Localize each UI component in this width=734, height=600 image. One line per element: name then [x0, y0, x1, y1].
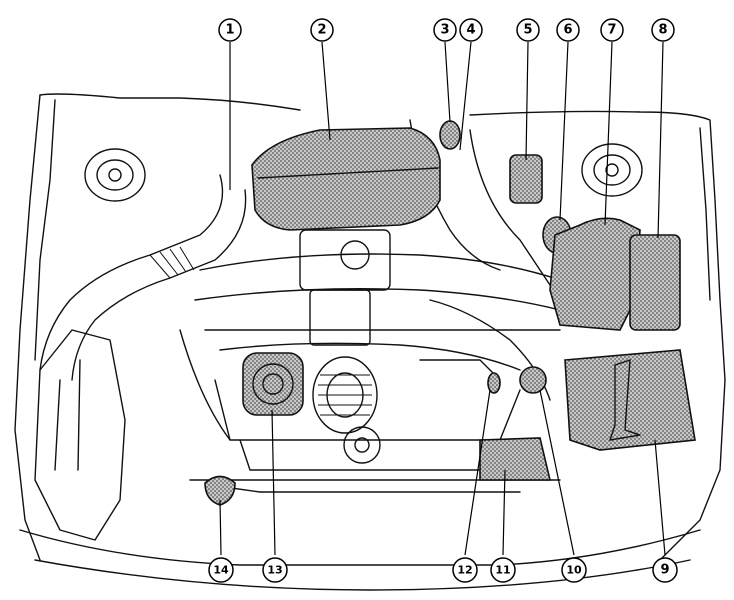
resonator-box	[34, 329, 126, 541]
component-11-reservoir	[479, 437, 552, 481]
callout-3: 3	[433, 18, 457, 42]
callout-number: 9	[660, 563, 669, 578]
reservoir-tank-7	[549, 217, 641, 331]
callout-number: 5	[523, 23, 532, 38]
callout-number: 1	[225, 23, 234, 38]
strut-tower-right	[581, 143, 643, 197]
callout-number: 6	[563, 23, 572, 38]
callout-number: 3	[440, 23, 449, 38]
air-cleaner-box	[251, 127, 441, 231]
callout-number: 12	[457, 564, 472, 577]
callout-number: 10	[566, 564, 582, 577]
component-12	[487, 372, 501, 394]
strut-tower-left	[84, 148, 146, 202]
callout-13: 13	[262, 557, 288, 583]
callout-number: 13	[267, 564, 282, 577]
brake-fluid-reservoir	[509, 154, 543, 204]
callout-12: 12	[452, 557, 478, 583]
callout-7: 7	[600, 18, 624, 42]
callout-number: 2	[317, 23, 326, 38]
component-10	[519, 366, 547, 394]
callout-number: 8	[658, 23, 667, 38]
callout-8: 8	[651, 18, 675, 42]
callout-4: 4	[459, 18, 483, 42]
dipstick-handle-14	[204, 475, 236, 506]
callout-number: 4	[466, 23, 475, 38]
callout-number: 11	[495, 564, 510, 577]
callout-11: 11	[490, 557, 516, 583]
callout-6: 6	[556, 18, 580, 42]
oil-filler-cap-13	[242, 352, 304, 416]
callout-2: 2	[310, 18, 334, 42]
callout-1: 1	[218, 18, 242, 42]
fuse-relay-box	[629, 234, 681, 331]
callout-9: 9	[652, 557, 678, 583]
callout-5: 5	[516, 18, 540, 42]
vehicle-body-outline	[14, 93, 726, 591]
leader-lines	[219, 41, 666, 556]
intake-duct	[39, 174, 247, 381]
callout-number: 14	[213, 564, 229, 577]
callout-number: 7	[607, 23, 616, 38]
engine-assembly	[179, 119, 561, 493]
callout-10: 10	[561, 557, 587, 583]
component-3-cap	[439, 120, 461, 150]
battery	[564, 349, 696, 451]
callout-14: 14	[208, 557, 234, 583]
